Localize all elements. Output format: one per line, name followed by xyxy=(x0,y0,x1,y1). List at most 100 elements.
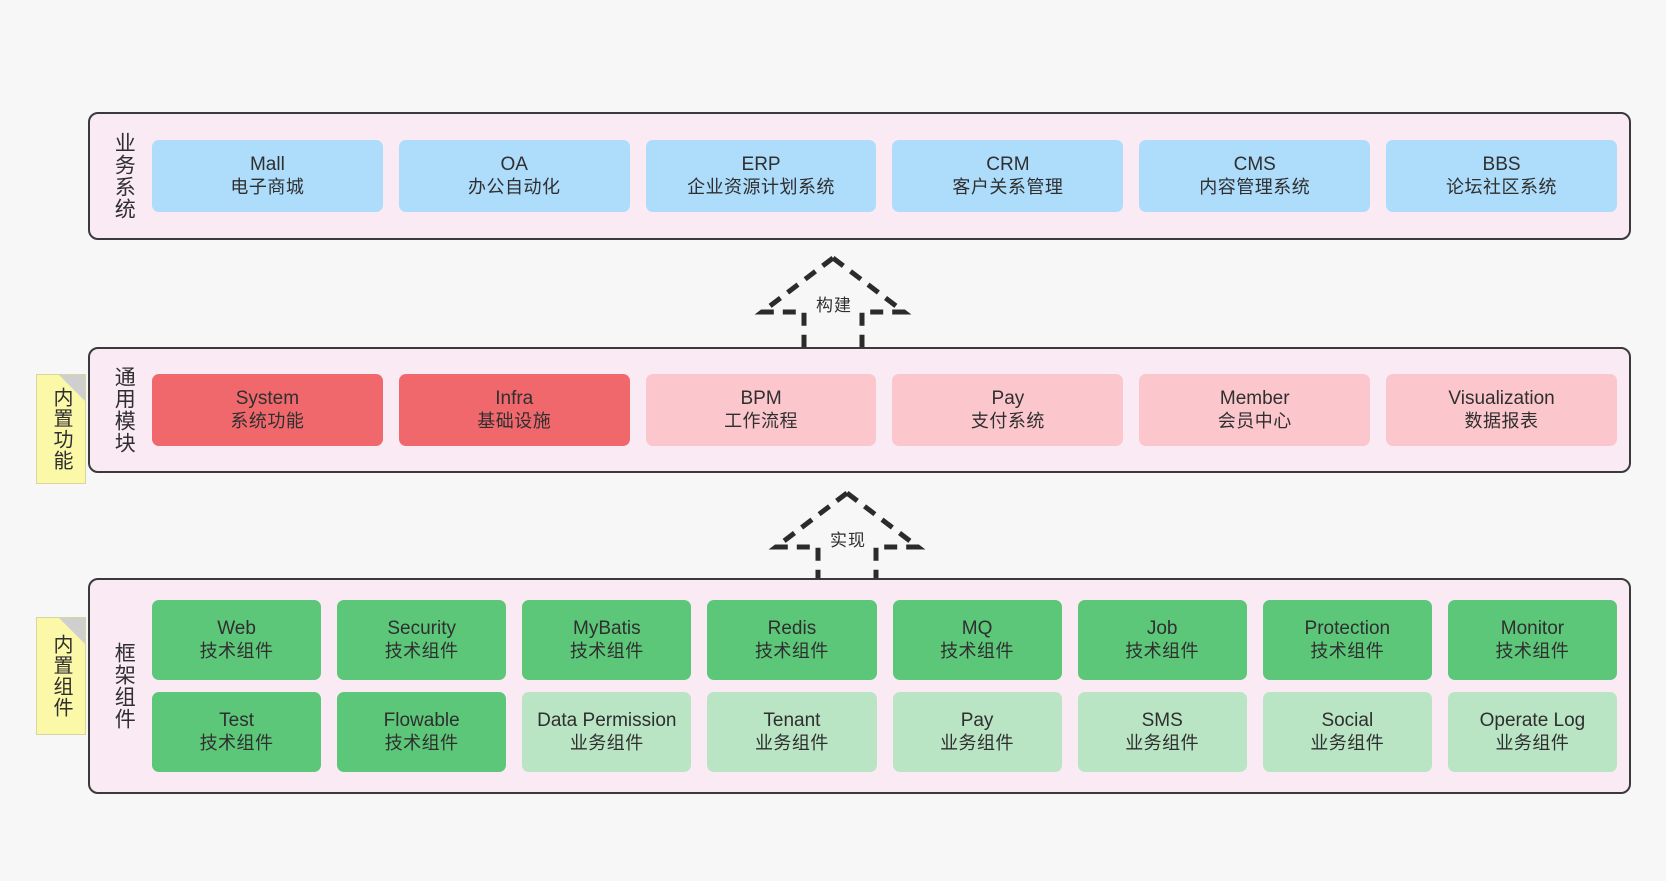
card-title-en: Social xyxy=(1321,710,1374,732)
note-fold-corner-icon xyxy=(59,618,85,644)
card-title-cn: 业务组件 xyxy=(940,732,1015,753)
card-title-cn: 系统功能 xyxy=(230,410,305,431)
card-row: Mall 电子商城 OA 办公自动化 ERP 企业资源计划系统 CRM 客户关系… xyxy=(152,140,1617,212)
card-title-cn: 技术组件 xyxy=(199,640,274,661)
card-system[interactable]: System 系统功能 xyxy=(152,374,383,446)
card-protection[interactable]: Protection 技术组件 xyxy=(1262,600,1432,680)
layer-body-business: Mall 电子商城 OA 办公自动化 ERP 企业资源计划系统 CRM 客户关系… xyxy=(146,114,1629,238)
card-test[interactable]: Test 技术组件 xyxy=(152,692,322,772)
card-member[interactable]: Member 会员中心 xyxy=(1139,374,1371,446)
layer-body-common: System 系统功能 Infra 基础设施 BPM 工作流程 Pay 支付系统… xyxy=(146,349,1629,471)
layer-title-framework: 框架组件 xyxy=(112,642,136,730)
card-title-cn: 工作流程 xyxy=(724,410,799,431)
card-tenant[interactable]: Tenant 业务组件 xyxy=(707,692,877,772)
card-title-en: Redis xyxy=(767,618,817,640)
card-title-cn: 技术组件 xyxy=(754,640,829,661)
card-row: Web 技术组件 Security 技术组件 MyBatis 技术组件 Redi… xyxy=(152,600,1617,680)
card-title-cn: 技术组件 xyxy=(384,732,459,753)
card-title-en: Test xyxy=(219,710,254,732)
card-mybatis[interactable]: MyBatis 技术组件 xyxy=(522,600,692,680)
connector-implement-arrow xyxy=(768,491,926,587)
card-title-cn: 数据报表 xyxy=(1464,410,1539,431)
card-pay-module[interactable]: Pay 支付系统 xyxy=(892,374,1124,446)
card-title-cn: 业务组件 xyxy=(569,732,644,753)
card-title-en: CRM xyxy=(986,154,1030,176)
card-mq[interactable]: MQ 技术组件 xyxy=(892,600,1062,680)
connector-build-arrow xyxy=(754,256,912,352)
card-oa[interactable]: OA 办公自动化 xyxy=(398,140,630,212)
card-job[interactable]: Job 技术组件 xyxy=(1077,600,1247,680)
card-title-en: Member xyxy=(1219,388,1290,410)
card-title-cn: 办公自动化 xyxy=(467,176,561,197)
layer-title-business: 业务系统 xyxy=(112,132,136,220)
card-title-en: Tenant xyxy=(763,710,821,732)
note-text: 内置组件 xyxy=(50,634,72,718)
card-pay-component[interactable]: Pay 业务组件 xyxy=(892,692,1062,772)
card-title-en: Security xyxy=(387,618,456,640)
card-crm[interactable]: CRM 客户关系管理 xyxy=(892,140,1124,212)
card-title-en: Visualization xyxy=(1448,388,1555,410)
card-bpm[interactable]: BPM 工作流程 xyxy=(645,374,877,446)
card-title-cn: 业务组件 xyxy=(1125,732,1200,753)
card-title-cn: 电子商城 xyxy=(230,176,305,197)
card-title-en: BPM xyxy=(740,388,782,410)
card-title-en: Operate Log xyxy=(1479,710,1586,732)
layer-title-common: 通用模块 xyxy=(112,366,136,454)
card-flowable[interactable]: Flowable 技术组件 xyxy=(337,692,507,772)
card-title-en: BBS xyxy=(1482,154,1521,176)
note-fold-corner-icon xyxy=(59,375,85,401)
note-builtin-components[interactable]: 内置组件 xyxy=(36,617,86,735)
card-title-en: Pay xyxy=(960,710,994,732)
card-title-cn: 企业资源计划系统 xyxy=(687,176,836,197)
card-data-permission[interactable]: Data Permission 业务组件 xyxy=(522,692,692,772)
card-title-cn: 客户关系管理 xyxy=(952,176,1064,197)
card-security[interactable]: Security 技术组件 xyxy=(337,600,507,680)
card-title-cn: 业务组件 xyxy=(754,732,829,753)
card-title-cn: 技术组件 xyxy=(569,640,644,661)
card-title-cn: 技术组件 xyxy=(1125,640,1200,661)
card-bbs[interactable]: BBS 论坛社区系统 xyxy=(1386,140,1617,212)
card-title-cn: 技术组件 xyxy=(940,640,1015,661)
card-title-cn: 内容管理系统 xyxy=(1199,176,1311,197)
card-infra[interactable]: Infra 基础设施 xyxy=(398,374,630,446)
card-title-en: System xyxy=(235,388,300,410)
card-title-en: Pay xyxy=(991,388,1025,410)
card-title-en: Mall xyxy=(249,154,285,176)
card-mall[interactable]: Mall 电子商城 xyxy=(152,140,383,212)
card-title-cn: 技术组件 xyxy=(199,732,274,753)
card-social[interactable]: Social 业务组件 xyxy=(1262,692,1432,772)
card-title-cn: 技术组件 xyxy=(384,640,459,661)
card-title-cn: 业务组件 xyxy=(1310,732,1385,753)
card-sms[interactable]: SMS 业务组件 xyxy=(1077,692,1247,772)
card-operate-log[interactable]: Operate Log 业务组件 xyxy=(1447,692,1617,772)
card-title-cn: 基础设施 xyxy=(477,410,552,431)
card-erp[interactable]: ERP 企业资源计划系统 xyxy=(645,140,877,212)
card-visualization[interactable]: Visualization 数据报表 xyxy=(1386,374,1617,446)
connector-implement-label: 实现 xyxy=(830,531,866,550)
card-title-en: Protection xyxy=(1304,618,1391,640)
card-row: System 系统功能 Infra 基础设施 BPM 工作流程 Pay 支付系统… xyxy=(152,374,1617,446)
layer-business-systems: 业务系统 Mall 电子商城 OA 办公自动化 ERP 企业资源计划系统 CRM… xyxy=(88,112,1631,240)
card-web[interactable]: Web 技术组件 xyxy=(152,600,322,680)
card-title-en: Monitor xyxy=(1500,618,1565,640)
card-row: Test 技术组件 Flowable 技术组件 Data Permission … xyxy=(152,692,1617,772)
note-builtin-features[interactable]: 内置功能 xyxy=(36,374,86,484)
card-redis[interactable]: Redis 技术组件 xyxy=(707,600,877,680)
card-title-en: Data Permission xyxy=(537,710,677,732)
card-monitor[interactable]: Monitor 技术组件 xyxy=(1447,600,1617,680)
layer-body-framework: Web 技术组件 Security 技术组件 MyBatis 技术组件 Redi… xyxy=(146,580,1629,792)
card-title-cn: 会员中心 xyxy=(1217,410,1292,431)
layer-common-modules: 通用模块 System 系统功能 Infra 基础设施 BPM 工作流程 Pay… xyxy=(88,347,1631,473)
card-title-en: ERP xyxy=(741,154,781,176)
card-title-en: SMS xyxy=(1141,710,1183,732)
card-title-en: Flowable xyxy=(383,710,460,732)
layer-framework-components: 框架组件 Web 技术组件 Security 技术组件 MyBatis 技术组件… xyxy=(88,578,1631,794)
card-title-en: MyBatis xyxy=(573,618,641,640)
card-title-cn: 业务组件 xyxy=(1495,732,1570,753)
card-cms[interactable]: CMS 内容管理系统 xyxy=(1139,140,1371,212)
card-title-en: Job xyxy=(1146,618,1178,640)
card-title-en: Web xyxy=(217,618,256,640)
card-title-en: CMS xyxy=(1233,154,1276,176)
card-title-en: Infra xyxy=(495,388,534,410)
